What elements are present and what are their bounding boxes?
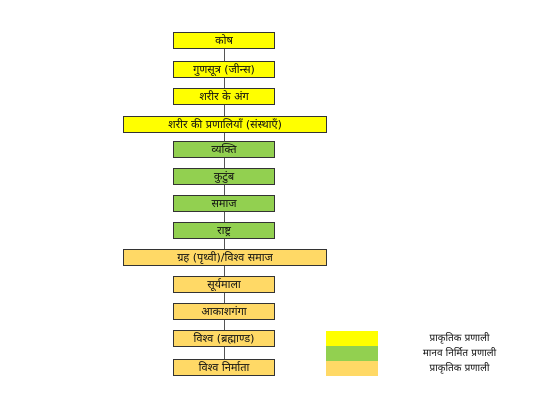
node-cell: कोष <box>173 32 275 49</box>
legend-label-human-made: मानव निर्मित प्रणाली <box>422 348 497 359</box>
node-society: समाज <box>173 195 275 212</box>
node-creator: विश्व निर्माता <box>173 359 275 376</box>
node-label: आकाशगंगा <box>201 305 247 318</box>
node-galaxy: आकाशगंगा <box>173 303 275 320</box>
legend-label-cosmic: प्राकृतिक प्रणाली <box>429 363 490 374</box>
legend-swatch-natural <box>326 331 378 346</box>
node-label: ग्रह (पृथ्वी)/विश्व समाज <box>177 251 273 264</box>
node-label: विश्व (ब्रह्माण्ड) <box>193 332 255 345</box>
node-label: समाज <box>211 197 237 210</box>
node-label: शरीर की प्रणालियाँ (संस्थाएँ) <box>168 118 282 131</box>
node-individual: व्यक्ति <box>173 141 275 158</box>
node-nation: राष्ट्र <box>173 222 275 239</box>
node-body-organs: शरीर के अंग <box>173 88 275 105</box>
node-universe: विश्व (ब्रह्माण्ड) <box>173 330 275 347</box>
node-label: कोष <box>215 34 233 47</box>
node-planet-world-society: ग्रह (पृथ्वी)/विश्व समाज <box>123 249 327 266</box>
node-label: विश्व निर्माता <box>198 361 250 374</box>
legend-label-natural: प्राकृतिक प्रणाली <box>429 333 490 344</box>
node-label: शरीर के अंग <box>199 90 249 103</box>
node-label: सूर्यमाला <box>207 278 241 291</box>
legend-swatch-human-made <box>326 346 378 361</box>
node-label: कुटुंब <box>213 170 235 183</box>
node-chromosomes: गुणसूत्र (जीन्स) <box>173 61 275 78</box>
node-solar-system: सूर्यमाला <box>173 276 275 293</box>
node-label: राष्ट्र <box>217 224 231 237</box>
node-family: कुटुंब <box>173 168 275 185</box>
node-body-systems: शरीर की प्रणालियाँ (संस्थाएँ) <box>123 116 327 133</box>
node-label: व्यक्ति <box>211 143 237 156</box>
node-label: गुणसूत्र (जीन्स) <box>193 63 255 76</box>
legend-swatch-cosmic <box>326 361 378 376</box>
